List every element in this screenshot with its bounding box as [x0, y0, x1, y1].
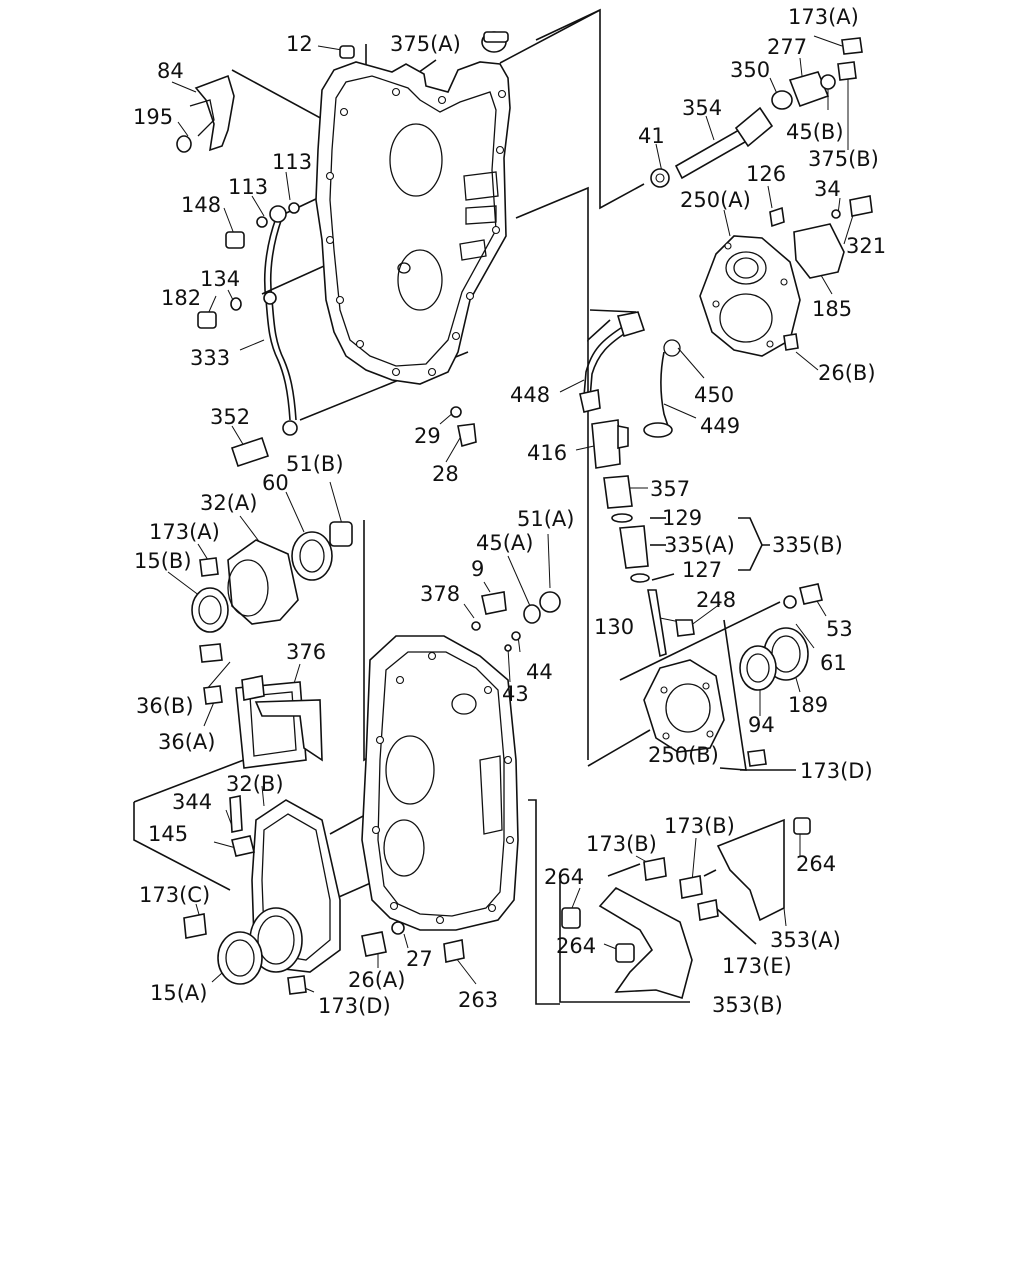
callout-113-left: 113 — [228, 175, 268, 199]
callout-173c: 173(C) — [139, 883, 210, 907]
callout-173e: 173(E) — [722, 954, 792, 978]
callout-173a-left: 173(A) — [149, 520, 220, 544]
callout-94: 94 — [748, 713, 775, 737]
callout-321: 321 — [846, 234, 886, 258]
sensor-449-450 — [643, 339, 681, 438]
callout-84: 84 — [157, 59, 184, 83]
callout-113-right: 113 — [272, 150, 312, 174]
callout-51b: 51(B) — [286, 452, 344, 476]
callout-53: 53 — [826, 617, 853, 641]
callout-61: 61 — [820, 651, 847, 675]
cover-250a — [699, 206, 801, 357]
callout-51a: 51(A) — [517, 507, 574, 531]
callout-354: 354 — [682, 96, 722, 120]
callout-45a: 45(A) — [476, 531, 533, 555]
callout-264-left-top: 264 — [544, 865, 584, 889]
callout-36a: 36(A) — [158, 730, 215, 754]
callout-376: 376 — [286, 640, 326, 664]
callout-173a-top: 173(A) — [788, 5, 859, 29]
yoke-376 — [199, 643, 323, 769]
callout-labels: 12 375(A) 84 195 113 113 148 134 182 333… — [133, 5, 886, 1018]
callout-36b: 36(B) — [136, 694, 194, 718]
breather-375a — [481, 31, 509, 53]
callout-353a: 353(A) — [770, 928, 841, 952]
callout-127: 127 — [682, 558, 722, 582]
callout-173b-right: 173(B) — [664, 814, 735, 838]
callout-173d-left: 173(D) — [318, 994, 391, 1018]
covers-353 — [561, 817, 811, 1000]
callout-450: 450 — [694, 383, 734, 407]
shift-fork-84 — [176, 74, 235, 153]
callout-248: 248 — [696, 588, 736, 612]
callout-145: 145 — [148, 822, 188, 846]
callout-129: 129 — [662, 506, 702, 530]
pin-12 — [339, 45, 355, 59]
callout-182: 182 — [161, 286, 201, 310]
actuator-185 — [793, 195, 873, 279]
callout-353b: 353(B) — [712, 993, 783, 1017]
callout-375a-top: 375(A) — [390, 32, 461, 56]
callout-264-right: 264 — [796, 852, 836, 876]
callout-148: 148 — [181, 193, 221, 217]
callout-335b: 335(B) — [772, 533, 843, 557]
cover-250b — [643, 659, 725, 753]
callout-28: 28 — [432, 462, 459, 486]
switch-416-357-335 — [591, 419, 667, 658]
callout-134: 134 — [200, 267, 240, 291]
retainer-32a — [191, 521, 353, 633]
callout-333: 333 — [190, 346, 230, 370]
callout-449: 449 — [700, 414, 740, 438]
callout-15b: 15(B) — [134, 549, 192, 573]
callout-173d-right: 173(D) — [800, 759, 873, 783]
callout-277: 277 — [767, 35, 807, 59]
callout-250b: 250(B) — [648, 743, 719, 767]
callout-189: 189 — [788, 693, 828, 717]
callout-416: 416 — [527, 441, 567, 465]
callout-357: 357 — [650, 477, 690, 501]
callout-375b: 375(B) — [808, 147, 879, 171]
callout-264-left-bottom: 264 — [556, 934, 596, 958]
pipe-333 — [263, 205, 298, 436]
sensor-harness-448 — [579, 311, 646, 413]
callout-9: 9 — [471, 557, 484, 581]
callout-41: 41 — [638, 124, 665, 148]
callout-263: 263 — [458, 988, 498, 1012]
callout-15a: 15(A) — [150, 981, 207, 1005]
callout-448: 448 — [510, 383, 550, 407]
callout-185: 185 — [812, 297, 852, 321]
callout-32b: 32(B) — [226, 772, 284, 796]
callout-32a: 32(A) — [200, 491, 257, 515]
callout-60: 60 — [262, 471, 289, 495]
lower-case-housing — [361, 591, 561, 931]
callout-26a: 26(A) — [348, 968, 405, 992]
callout-352: 352 — [210, 405, 250, 429]
callout-350: 350 — [730, 58, 770, 82]
callout-43: 43 — [502, 682, 529, 706]
callout-12: 12 — [286, 32, 313, 56]
callout-378: 378 — [420, 582, 460, 606]
callout-250a: 250(A) — [680, 188, 751, 212]
callout-126: 126 — [746, 162, 786, 186]
callout-45b: 45(B) — [786, 120, 844, 144]
callout-173b-left: 173(B) — [586, 832, 657, 856]
retainer-32b — [183, 795, 465, 995]
callout-344: 344 — [172, 790, 212, 814]
callout-195: 195 — [133, 105, 173, 129]
shaft-354 — [650, 37, 863, 188]
callout-44: 44 — [526, 660, 553, 684]
callout-29: 29 — [414, 424, 441, 448]
upper-case-housing — [315, 61, 511, 385]
small-fasteners-upper-left — [197, 202, 477, 468]
seals-61-189-94 — [675, 583, 823, 767]
callout-34: 34 — [814, 177, 841, 201]
callout-130: 130 — [594, 615, 634, 639]
callout-26b: 26(B) — [818, 361, 876, 385]
callout-27: 27 — [406, 947, 433, 971]
callout-335a: 335(A) — [664, 533, 735, 557]
